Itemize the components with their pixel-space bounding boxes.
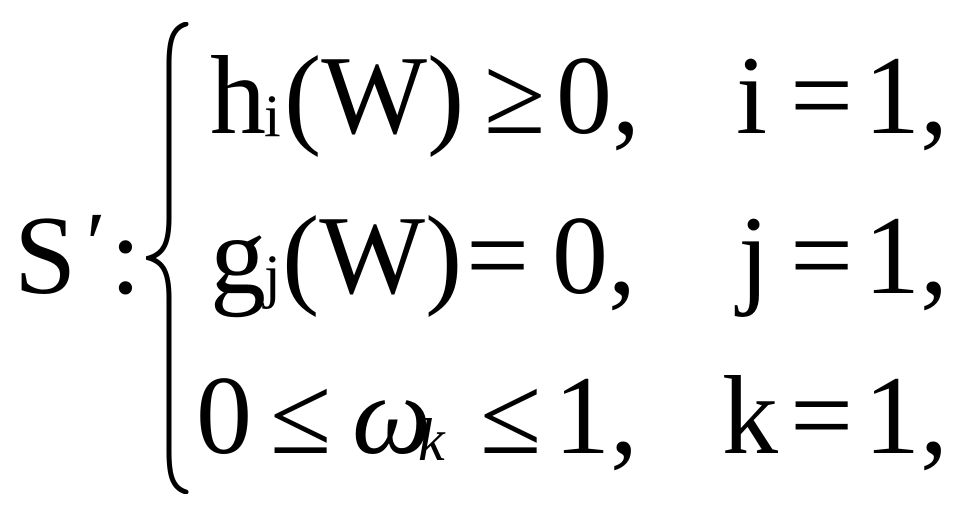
row3-upper-bound: 1, — [554, 354, 638, 478]
row3-index: k — [722, 354, 778, 478]
row2-argument: (W) — [282, 194, 463, 318]
row1-function: h — [210, 34, 266, 158]
row1-subscript: i — [264, 83, 281, 149]
row1-index: i — [736, 34, 768, 158]
row2-equals: = — [790, 194, 854, 318]
row1-argument: (W) — [284, 34, 465, 158]
row3-subscript: k — [418, 407, 445, 473]
row3-variable: ω — [352, 354, 432, 478]
row1-relation: ≥ — [484, 34, 546, 158]
lhs-colon: : — [110, 194, 142, 318]
row2-subscript: j — [264, 243, 281, 309]
row3-relation-1: ≤ — [270, 354, 332, 478]
row2-rhs: 0, — [552, 194, 636, 318]
row2-value: 1, — [864, 194, 948, 318]
lhs-prime: ′ — [86, 195, 106, 294]
lhs-symbol: S — [14, 194, 77, 318]
row1-equals: = — [790, 34, 854, 158]
row2-function: g — [210, 194, 266, 318]
left-curly-brace — [146, 22, 189, 494]
row1-value: 1, — [864, 34, 948, 158]
row3-lower-bound: 0 — [196, 354, 252, 478]
row3-value: 1, — [864, 354, 948, 478]
row2-index: j — [738, 194, 770, 318]
row3-equals: = — [790, 354, 854, 478]
row1-rhs: 0, — [556, 34, 640, 158]
row3-relation-2: ≤ — [480, 354, 542, 478]
row2-relation: = — [466, 194, 530, 318]
